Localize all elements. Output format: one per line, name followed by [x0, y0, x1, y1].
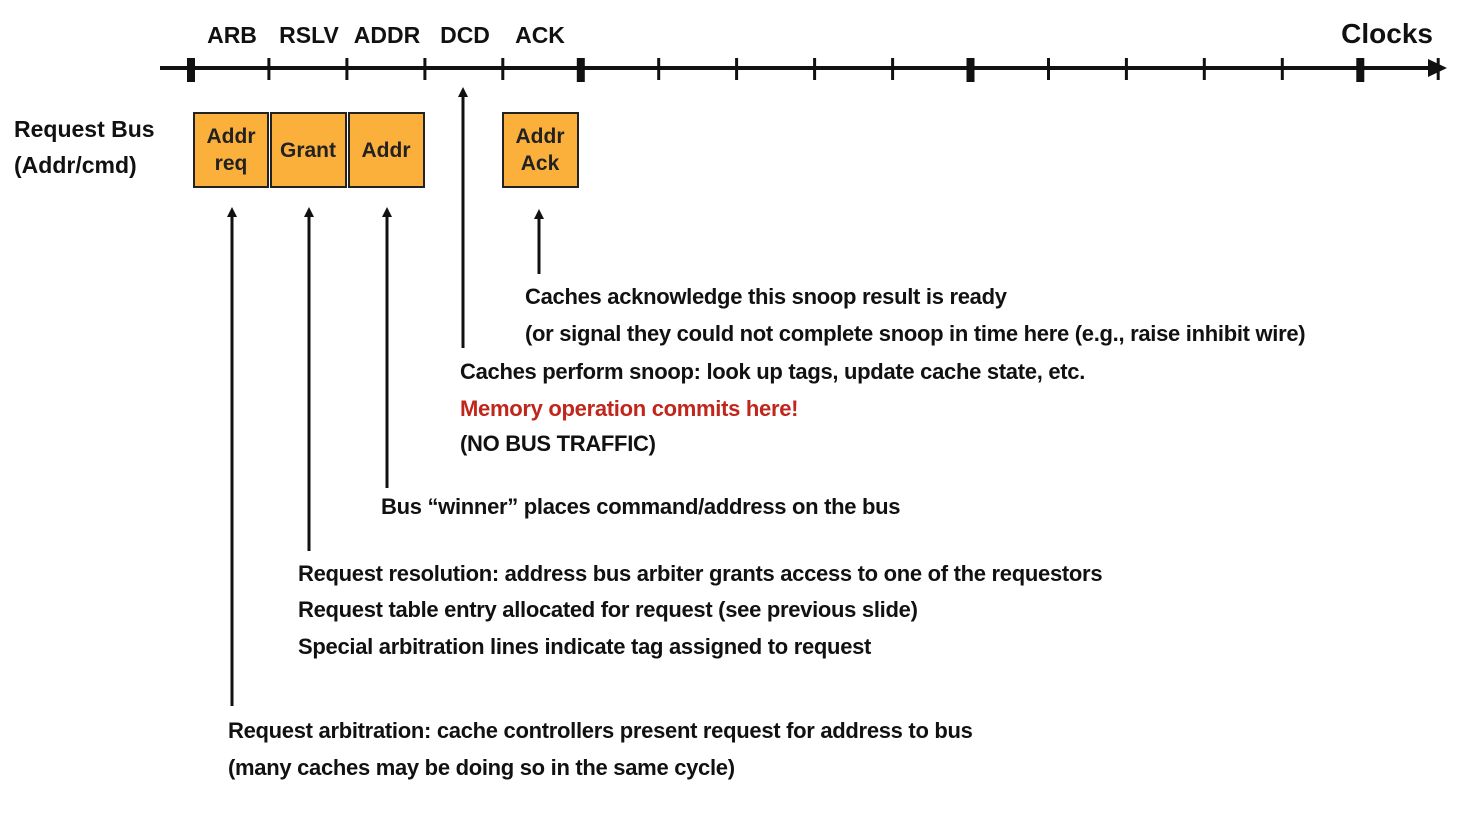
timeline-tick — [423, 58, 427, 80]
note-arb-line2: (many caches may be doing so in the same… — [228, 755, 735, 780]
timeline-tick — [1280, 58, 1284, 80]
bus-box-text: Grant — [280, 139, 336, 162]
request-bus-label: Request Bus — [14, 116, 155, 142]
timeline-major-tick — [1356, 58, 1365, 82]
note-dcd-line1: Caches perform snoop: look up tags, upda… — [460, 359, 1085, 384]
timeline-tick — [345, 58, 349, 80]
timeline-axis — [160, 58, 1447, 82]
note-addr-line1: Bus “winner” places command/address on t… — [381, 494, 900, 519]
timeline-tick — [1202, 58, 1206, 80]
timeline-major-tick — [966, 58, 975, 82]
bus-box-text: Addr — [516, 125, 565, 148]
bus-box-addr: Addr — [348, 112, 425, 188]
timeline-tick — [891, 58, 895, 80]
note-rslv-line2: Request table entry allocated for reques… — [298, 597, 918, 622]
timeline-tick — [1124, 58, 1128, 80]
phase-label-ack: ACK — [515, 22, 565, 48]
timeline-tick — [501, 58, 505, 80]
note-dcd-commit: Memory operation commits here! — [460, 396, 798, 421]
bus-box-text: Ack — [521, 152, 560, 175]
note-ack-line2: (or signal they could not complete snoop… — [525, 321, 1305, 346]
bus-box-rect — [348, 112, 425, 188]
note-rslv-line1: Request resolution: address bus arbiter … — [298, 561, 1102, 586]
phase-label-dcd: DCD — [440, 22, 490, 48]
bus-box-addr-ack: Addr Ack — [502, 112, 579, 188]
bus-box-rect — [270, 112, 347, 188]
phase-label-addr: ADDR — [354, 22, 421, 48]
clocks-label: Clocks — [1341, 18, 1433, 49]
timeline-tick — [813, 58, 817, 80]
note-dcd-line3: (NO BUS TRAFFIC) — [460, 431, 656, 456]
timeline-tick — [1047, 58, 1050, 80]
bus-box-text: Addr — [362, 139, 411, 162]
timeline-major-tick — [576, 58, 585, 82]
bus-box-rect — [502, 112, 579, 188]
bus-box-text: Addr — [207, 125, 256, 148]
timeline-major-tick — [187, 58, 195, 82]
timeline-ticks — [187, 58, 1440, 82]
phase-label-arb: ARB — [207, 22, 257, 48]
timeline-tick — [1436, 58, 1440, 80]
note-ack-line1: Caches acknowledge this snoop result is … — [525, 284, 1008, 309]
bus-box-text: req — [215, 152, 248, 175]
bus-box-grant: Grant — [270, 112, 347, 188]
bus-box-addr-req: Addr req — [193, 112, 269, 188]
request-bus-sublabel: (Addr/cmd) — [14, 152, 137, 178]
note-arb-line1: Request arbitration: cache controllers p… — [228, 718, 973, 743]
note-rslv-line3: Special arbitration lines indicate tag a… — [298, 634, 872, 659]
timeline-tick — [267, 58, 271, 80]
phase-label-rslv: RSLV — [279, 22, 339, 48]
timeline-tick — [657, 58, 661, 80]
timeline-tick — [735, 58, 739, 80]
bus-box-rect — [193, 112, 269, 188]
